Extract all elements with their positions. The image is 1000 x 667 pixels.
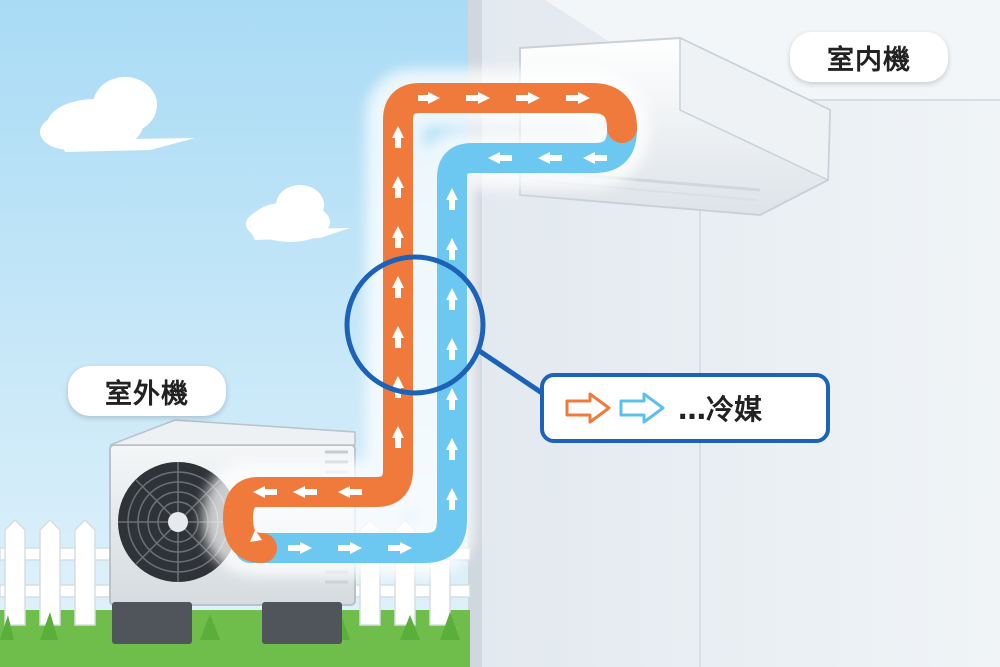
indoor-unit-label: 室内機	[790, 32, 948, 82]
cloud	[40, 77, 195, 152]
hot-refrigerant-pipe	[223, 83, 637, 563]
cloud	[246, 185, 350, 242]
orange-arrow-icon	[565, 392, 611, 424]
flow-arrows	[250, 152, 607, 554]
refrigerant-legend: …冷媒	[540, 373, 830, 443]
callout-line	[476, 347, 547, 398]
stand	[262, 602, 342, 644]
outdoor-unit-label: 室外機	[68, 366, 226, 416]
flow-arrows	[253, 92, 590, 498]
stand	[112, 602, 192, 644]
cold-refrigerant-pipe	[235, 115, 637, 563]
legend-label: …冷媒	[678, 393, 763, 426]
blue-arrow-icon	[619, 392, 665, 424]
magnifier-ring	[344, 254, 486, 396]
